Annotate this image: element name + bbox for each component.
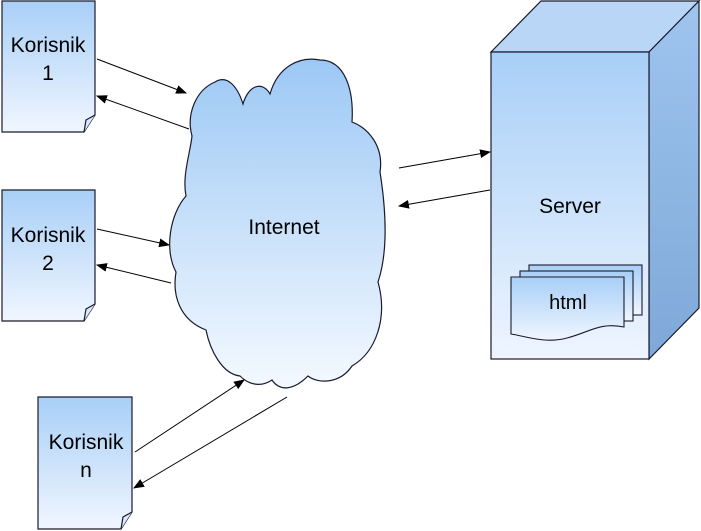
server-label: Server xyxy=(539,195,601,218)
arrow-internet-to-user1 xyxy=(95,95,190,130)
user-1-name: Korisnik xyxy=(11,34,86,57)
user-document-n: Korisnik n xyxy=(37,396,133,530)
user-n-number: n xyxy=(80,459,92,482)
arrow-user2-to-internet xyxy=(96,228,171,248)
user-2-name: Korisnik xyxy=(11,224,86,247)
arrow-internet-to-server xyxy=(398,149,492,169)
arrow-user1-to-internet xyxy=(96,58,188,94)
connection-arrows xyxy=(95,58,492,489)
user-2-number: 2 xyxy=(42,252,54,275)
html-label: html xyxy=(549,292,587,314)
user-1-number: 1 xyxy=(42,62,54,85)
internet-label: Internet xyxy=(248,216,319,239)
user-n-name: Korisnik xyxy=(49,431,124,454)
arrow-internet-to-usern xyxy=(133,396,288,489)
html-document-stack: html xyxy=(510,264,643,341)
user-document-2: Korisnik 2 xyxy=(1,189,96,322)
arrow-server-to-internet xyxy=(397,189,491,209)
internet-cloud: Internet xyxy=(169,58,386,389)
arrow-usern-to-internet xyxy=(134,379,245,453)
user-document-1: Korisnik 1 xyxy=(1,0,96,133)
arrow-internet-to-user2 xyxy=(95,263,172,284)
